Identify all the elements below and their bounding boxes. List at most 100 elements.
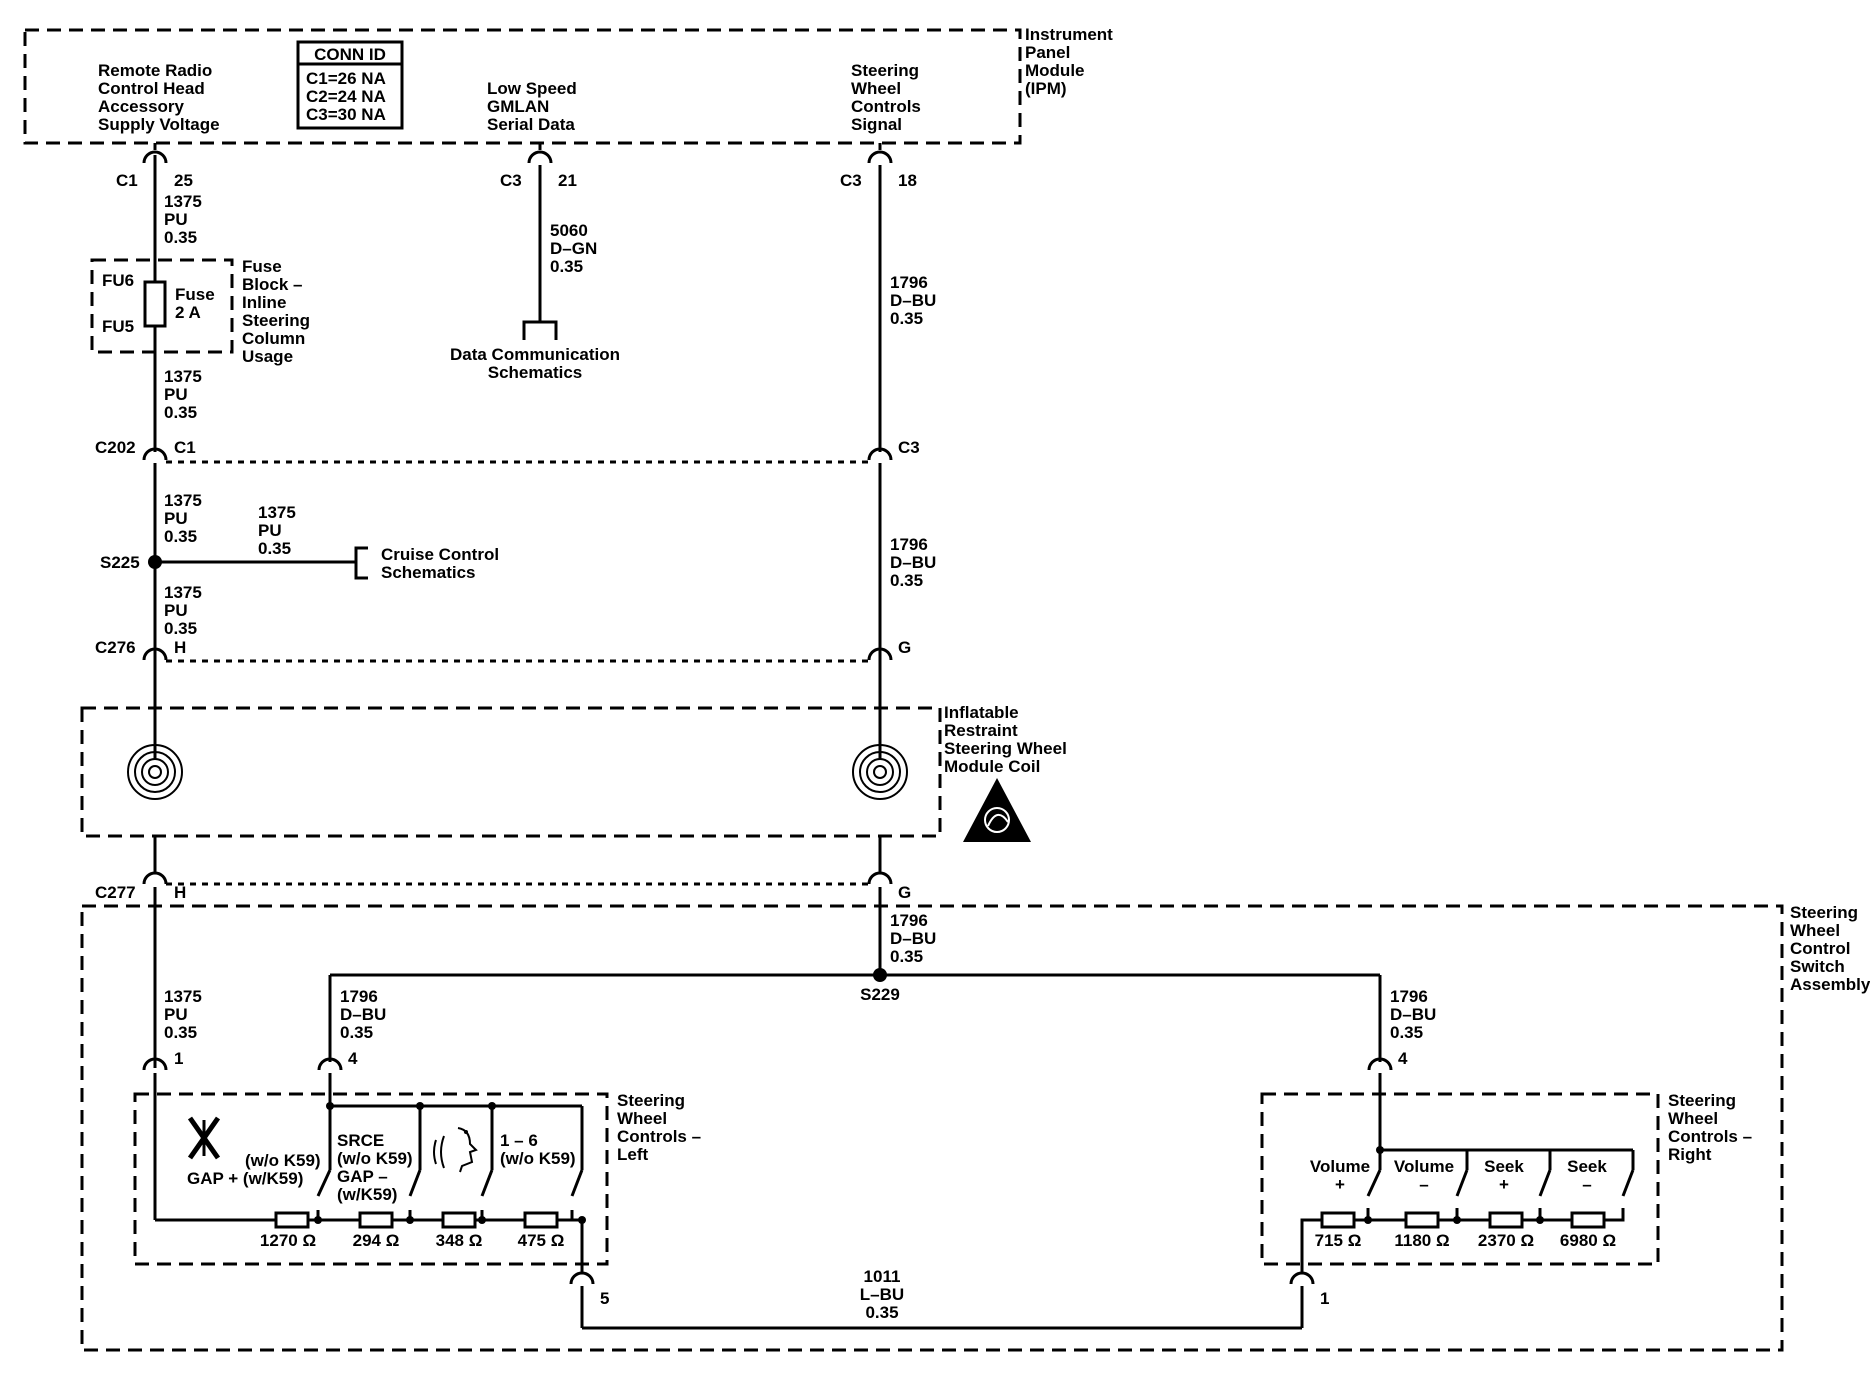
fuse-2a bbox=[143, 280, 167, 328]
svg-text:1375: 1375 bbox=[164, 367, 202, 386]
left-switch-1-6 bbox=[570, 1106, 584, 1220]
svg-text:Volume: Volume bbox=[1394, 1157, 1454, 1176]
resistor-6980-label: 6980 Ω bbox=[1560, 1231, 1616, 1250]
connector-c3-pin21: C3 21 bbox=[500, 143, 577, 322]
svg-text:C277: C277 bbox=[95, 883, 136, 902]
svg-text:1796: 1796 bbox=[890, 273, 928, 292]
connector-c3-pin18: C3 18 bbox=[840, 143, 917, 452]
svg-text:H: H bbox=[174, 638, 186, 657]
svg-text:Left: Left bbox=[617, 1145, 649, 1164]
svg-text:Usage: Usage bbox=[242, 347, 293, 366]
left-sw4-label: 1 – 6 (w/o K59) bbox=[500, 1131, 576, 1168]
svg-text:Schematics: Schematics bbox=[381, 563, 476, 582]
resistor-475 bbox=[523, 1211, 559, 1229]
svg-text:(w/o K59): (w/o K59) bbox=[337, 1149, 413, 1168]
svg-text:0.35: 0.35 bbox=[890, 947, 923, 966]
svg-text:1: 1 bbox=[174, 1049, 183, 1068]
svg-text:Steering: Steering bbox=[851, 61, 919, 80]
svg-text:Steering: Steering bbox=[617, 1091, 685, 1110]
svg-text:C202: C202 bbox=[95, 438, 136, 457]
resistor-2370-label: 2370 Ω bbox=[1478, 1231, 1534, 1250]
svg-text:1796: 1796 bbox=[340, 987, 378, 1006]
svg-text:Seek: Seek bbox=[1484, 1157, 1524, 1176]
data-comm-bracket bbox=[522, 320, 558, 340]
wire-label-5060: 5060 D–GN 0.35 bbox=[550, 221, 597, 276]
ipm-pin-swc-label: Steering Wheel Controls Signal bbox=[851, 61, 921, 134]
resistor-1270 bbox=[274, 1211, 310, 1229]
svg-text:0.35: 0.35 bbox=[1390, 1023, 1423, 1042]
svg-text:0.35: 0.35 bbox=[258, 539, 291, 558]
svg-text:2 A: 2 A bbox=[175, 303, 201, 322]
clockspring-coil-left-icon bbox=[127, 744, 183, 800]
svg-text:Right: Right bbox=[1668, 1145, 1712, 1164]
svg-text:Steering Wheel: Steering Wheel bbox=[944, 739, 1067, 758]
svg-text:4: 4 bbox=[1398, 1049, 1408, 1068]
svg-text:Signal: Signal bbox=[851, 115, 902, 134]
data-communication-label: Data Communication Schematics bbox=[450, 345, 620, 382]
splice-s229 bbox=[873, 968, 887, 982]
svg-text:Controls –: Controls – bbox=[1668, 1127, 1752, 1146]
swc-assembly-box bbox=[80, 904, 1784, 1352]
wire-label-1375-b: 1375 PU 0.35 bbox=[164, 367, 202, 422]
right-node-2 bbox=[1453, 1216, 1461, 1224]
svg-text:Data Communication: Data Communication bbox=[450, 345, 620, 364]
wire-label-1796-c: 1796 D–BU 0.35 bbox=[890, 911, 936, 966]
svg-text:Supply Voltage: Supply Voltage bbox=[98, 115, 220, 134]
right-controls-box bbox=[1260, 1092, 1660, 1266]
svg-text:21: 21 bbox=[558, 171, 577, 190]
svg-text:(w/K59): (w/K59) bbox=[337, 1185, 397, 1204]
svg-text:–: – bbox=[1582, 1175, 1591, 1194]
svg-text:Controls: Controls bbox=[851, 97, 921, 116]
voice-recognition-icon bbox=[433, 1127, 478, 1173]
ipm-label: Instrument Panel Module (IPM) bbox=[1025, 25, 1113, 98]
svg-text:L–BU: L–BU bbox=[860, 1285, 904, 1304]
svg-text:D–BU: D–BU bbox=[340, 1005, 386, 1024]
svg-text:1 – 6: 1 – 6 bbox=[500, 1131, 538, 1150]
svg-text:Low Speed: Low Speed bbox=[487, 79, 577, 98]
resistor-348-label: 348 Ω bbox=[436, 1231, 483, 1250]
svg-text:0.35: 0.35 bbox=[164, 1023, 197, 1042]
svg-text:Wheel: Wheel bbox=[1668, 1109, 1718, 1128]
resistor-294-label: 294 Ω bbox=[353, 1231, 400, 1250]
left-switch-voice bbox=[480, 1106, 494, 1220]
svg-text:Accessory: Accessory bbox=[98, 97, 185, 116]
svg-text:4: 4 bbox=[348, 1049, 358, 1068]
svg-text:0.35: 0.35 bbox=[890, 571, 923, 590]
resistor-2370 bbox=[1488, 1211, 1524, 1229]
left-sw1-label-a: (w/o K59) bbox=[245, 1151, 321, 1170]
swc-assembly-label: Steering Wheel Control Switch Assembly bbox=[1790, 903, 1870, 994]
coil-label: Inflatable Restraint Steering Wheel Modu… bbox=[944, 703, 1067, 776]
svg-text:C1=26 NA: C1=26 NA bbox=[306, 69, 386, 88]
svg-text:Restraint: Restraint bbox=[944, 721, 1018, 740]
svg-text:CONN ID: CONN ID bbox=[314, 45, 386, 64]
fuse-fu5-label: FU5 bbox=[102, 317, 134, 336]
svg-text:1796: 1796 bbox=[1390, 987, 1428, 1006]
svg-text:Wheel: Wheel bbox=[617, 1109, 667, 1128]
svg-text:Steering: Steering bbox=[1668, 1091, 1736, 1110]
svg-text:Block –: Block – bbox=[242, 275, 302, 294]
svg-text:Panel: Panel bbox=[1025, 43, 1070, 62]
svg-text:Serial Data: Serial Data bbox=[487, 115, 575, 134]
left-node-2 bbox=[406, 1216, 414, 1224]
svg-text:1375: 1375 bbox=[258, 503, 296, 522]
svg-text:Instrument: Instrument bbox=[1025, 25, 1113, 44]
svg-text:1375: 1375 bbox=[164, 987, 202, 1006]
svg-text:Cruise Control: Cruise Control bbox=[381, 545, 499, 564]
right-switch-labels: Volume + Volume – Seek + Seek – bbox=[1310, 1157, 1607, 1194]
svg-text:Switch: Switch bbox=[1790, 957, 1845, 976]
connector-c202-right: C3 bbox=[867, 438, 920, 760]
connector-c276-right: G bbox=[867, 638, 911, 661]
svg-text:Inline: Inline bbox=[242, 293, 286, 312]
coil-module-box bbox=[80, 706, 942, 838]
svg-text:C1: C1 bbox=[116, 171, 138, 190]
right-pin-4: 4 bbox=[1367, 1049, 1408, 1150]
left-node-1 bbox=[314, 1216, 322, 1224]
svg-text:C3: C3 bbox=[500, 171, 522, 190]
svg-text:C2=24 NA: C2=24 NA bbox=[306, 87, 386, 106]
svg-text:PU: PU bbox=[164, 601, 188, 620]
left-sw1-label-b: GAP + (w/K59) bbox=[187, 1169, 303, 1188]
right-switch-volume-minus bbox=[1455, 1150, 1469, 1220]
svg-text:+: + bbox=[1499, 1175, 1509, 1194]
svg-text:Remote Radio: Remote Radio bbox=[98, 61, 212, 80]
